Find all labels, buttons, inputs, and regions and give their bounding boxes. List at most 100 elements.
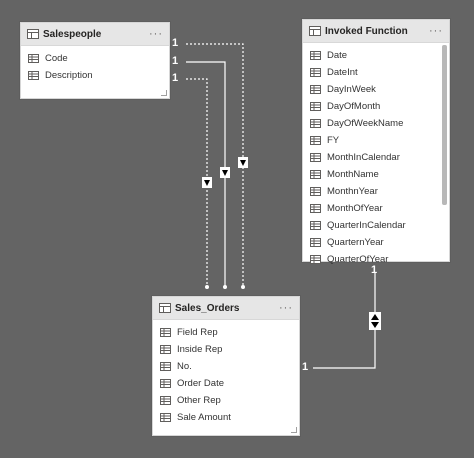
field-label: Date: [327, 50, 348, 61]
field-row[interactable]: QuarterInCalendar: [303, 217, 449, 234]
column-icon: [160, 379, 171, 388]
field-label: Other Rep: [177, 395, 221, 406]
field-row[interactable]: DayOfMonth: [303, 98, 449, 115]
field-row[interactable]: Order Date: [153, 375, 299, 392]
field-label: MonthName: [327, 169, 379, 180]
column-icon: [310, 153, 321, 162]
field-label: Field Rep: [177, 327, 218, 338]
column-icon: [160, 413, 171, 422]
table-icon: [27, 29, 39, 39]
field-row[interactable]: Description: [21, 67, 169, 84]
column-icon: [310, 136, 321, 145]
cardinality-label: 1: [302, 361, 309, 373]
column-icon: [310, 238, 321, 247]
field-label: MonthnYear: [327, 186, 378, 197]
field-label: QuarterInCalendar: [327, 220, 406, 231]
field-row[interactable]: Field Rep: [153, 324, 299, 341]
field-label: MonthInCalendar: [327, 152, 400, 163]
field-row[interactable]: MonthInCalendar: [303, 149, 449, 166]
column-icon: [160, 345, 171, 354]
field-label: MonthOfYear: [327, 203, 383, 214]
field-list: Code Description: [21, 46, 169, 84]
column-icon: [310, 68, 321, 77]
cardinality-label: 1: [172, 55, 179, 67]
field-label: No.: [177, 361, 192, 372]
field-row[interactable]: QuarterOfYear: [303, 251, 449, 268]
field-row[interactable]: DateInt: [303, 64, 449, 81]
field-row[interactable]: MonthName: [303, 166, 449, 183]
column-icon: [310, 204, 321, 213]
more-options-icon[interactable]: ···: [279, 302, 293, 314]
field-label: Order Date: [177, 378, 224, 389]
column-icon: [28, 54, 39, 63]
field-row[interactable]: QuarternYear: [303, 234, 449, 251]
field-label: Sale Amount: [177, 412, 231, 423]
column-icon: [310, 102, 321, 111]
relationship-line-1[interactable]: [186, 43, 244, 287]
relationship-line-3[interactable]: [186, 78, 208, 287]
relationship-line-4[interactable]: [313, 272, 376, 369]
field-label: DateInt: [327, 67, 358, 78]
field-row[interactable]: No.: [153, 358, 299, 375]
column-icon: [310, 85, 321, 94]
table-title: Invoked Function: [325, 25, 408, 37]
bidirectional-arrow-icon[interactable]: [369, 312, 381, 330]
table-card-salespeople[interactable]: Salespeople ··· Code De: [20, 22, 170, 99]
scrollbar-thumb[interactable]: [442, 45, 447, 205]
table-header[interactable]: Sales_Orders ···: [153, 297, 299, 320]
column-icon: [310, 119, 321, 128]
table-header[interactable]: Salespeople ···: [21, 23, 169, 46]
field-row[interactable]: DayInWeek: [303, 81, 449, 98]
field-row[interactable]: Inside Rep: [153, 341, 299, 358]
field-row[interactable]: Date: [303, 47, 449, 64]
field-label: Code: [45, 53, 68, 64]
field-label: QuarterOfYear: [327, 254, 389, 265]
field-label: QuarternYear: [327, 237, 384, 248]
table-icon: [309, 26, 321, 36]
column-icon: [310, 255, 321, 264]
table-title: Sales_Orders: [175, 302, 240, 314]
line-end-dot: [241, 285, 245, 289]
field-row[interactable]: Other Rep: [153, 392, 299, 409]
field-label: FY: [327, 135, 340, 146]
line-end-dot: [205, 285, 209, 289]
field-label: Description: [45, 70, 93, 81]
field-row[interactable]: MonthnYear: [303, 183, 449, 200]
field-label: DayInWeek: [327, 84, 376, 95]
column-icon: [310, 221, 321, 230]
column-icon: [310, 187, 321, 196]
cardinality-label: 1: [371, 264, 378, 276]
column-icon: [310, 51, 321, 60]
table-icon: [159, 303, 171, 313]
resize-grip-icon[interactable]: [291, 427, 297, 433]
relationship-line-2[interactable]: [186, 61, 226, 287]
field-row[interactable]: MonthOfYear: [303, 200, 449, 217]
filter-direction-arrow-icon[interactable]: [202, 177, 212, 188]
field-row[interactable]: Code: [21, 50, 169, 67]
field-row[interactable]: DayOfWeekName: [303, 115, 449, 132]
field-label: DayOfMonth: [327, 101, 381, 112]
line-end-dot: [223, 285, 227, 289]
table-header[interactable]: Invoked Function ···: [303, 20, 449, 43]
column-icon: [160, 396, 171, 405]
column-icon: [160, 328, 171, 337]
field-label: DayOfWeekName: [327, 118, 404, 129]
resize-grip-icon[interactable]: [161, 90, 167, 96]
more-options-icon[interactable]: ···: [429, 25, 443, 37]
column-icon: [310, 170, 321, 179]
filter-direction-arrow-icon[interactable]: [220, 167, 230, 178]
field-row[interactable]: Sale Amount: [153, 409, 299, 426]
field-row[interactable]: FY: [303, 132, 449, 149]
cardinality-label: 1: [172, 37, 179, 49]
filter-direction-arrow-icon[interactable]: [238, 157, 248, 168]
more-options-icon[interactable]: ···: [149, 28, 163, 40]
cardinality-label: 1: [172, 72, 179, 84]
scrollbar[interactable]: [442, 45, 447, 251]
field-label: Inside Rep: [177, 344, 223, 355]
